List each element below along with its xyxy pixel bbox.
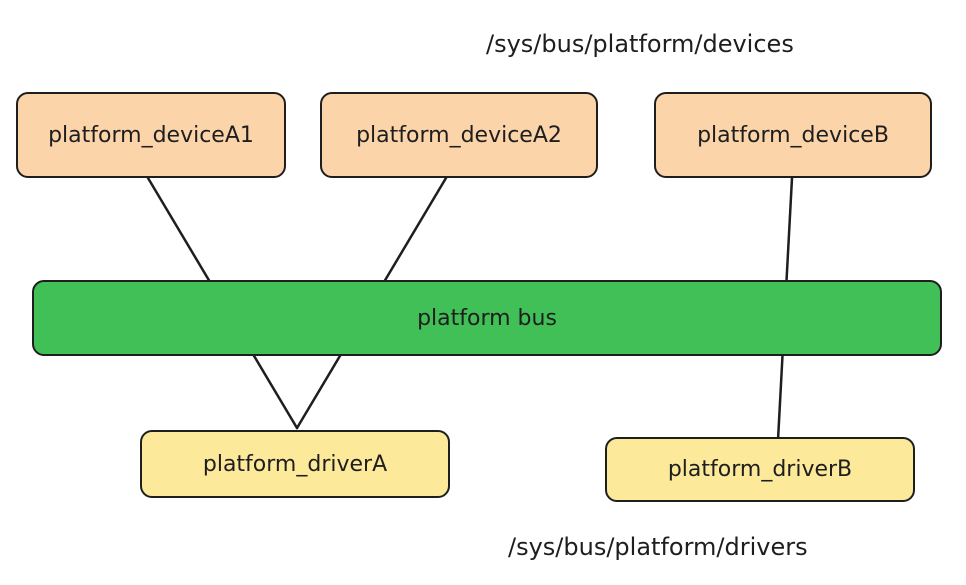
drivers-path-label: /sys/bus/platform/drivers <box>508 533 808 561</box>
device-node-label: platform_deviceA1 <box>48 122 254 148</box>
driver-node-A: platform_driverA <box>140 430 450 498</box>
devices-path-label: /sys/bus/platform/devices <box>486 30 794 58</box>
driver-node-B: platform_driverB <box>605 437 915 502</box>
platform-bus: platform bus <box>32 280 942 356</box>
platform-bus-label: platform bus <box>417 305 557 331</box>
device-node-A1: platform_deviceA1 <box>16 92 286 178</box>
device-node-label: platform_deviceB <box>697 122 889 148</box>
device-node-B: platform_deviceB <box>654 92 932 178</box>
driver-node-label: platform_driverA <box>202 451 388 477</box>
device-node-label: platform_deviceA2 <box>356 122 562 148</box>
driver-node-label: platform_driverB <box>667 457 853 482</box>
device-node-A2: platform_deviceA2 <box>320 92 598 178</box>
